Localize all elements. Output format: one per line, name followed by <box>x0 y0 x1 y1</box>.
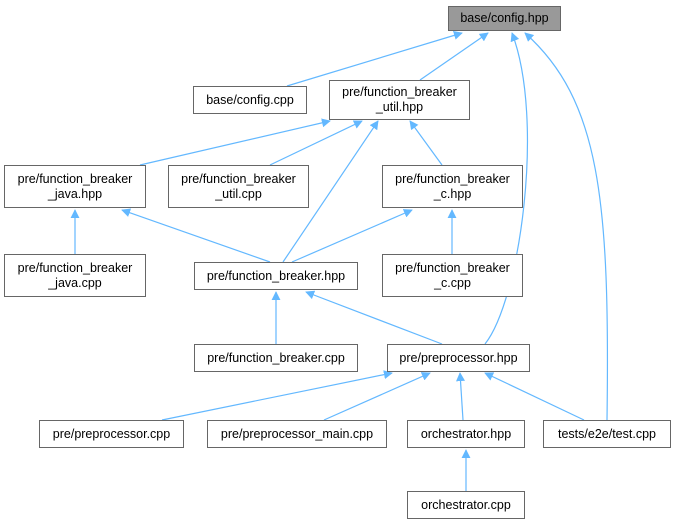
edge-test_cpp-to-base_config_hpp <box>524 32 609 421</box>
node-preprocessor-cpp[interactable]: pre/preprocessor.cpp <box>39 420 184 448</box>
node-label: orchestrator.hpp <box>420 426 512 441</box>
node-label: pre/function_breaker _java.cpp <box>17 260 133 290</box>
node-function-breaker-java-hpp[interactable]: pre/function_breaker _java.hpp <box>4 165 146 208</box>
node-preprocessor-main-cpp[interactable]: pre/preprocessor_main.cpp <box>207 420 387 448</box>
edge-fb_c_hpp-to-fb_util_hpp <box>409 120 443 166</box>
edge-pp_hpp-to-fb_hpp <box>305 290 443 345</box>
node-label: pre/function_breaker _util.hpp <box>342 85 457 114</box>
node-function-breaker-util-cpp[interactable]: pre/function_breaker _util.cpp <box>168 165 309 208</box>
node-label: pre/function_breaker.cpp <box>207 350 345 365</box>
node-label: base/config.cpp <box>206 92 294 107</box>
edge-pp_hpp-to-base_config_hpp <box>484 32 529 345</box>
edge-fb_hpp-to-fb_util_hpp <box>282 120 379 263</box>
edge-fb_util_hpp-to-base_config_hpp <box>419 32 489 81</box>
node-label: pre/function_breaker _util.cpp <box>181 171 296 201</box>
edge-fb_hpp-to-fb_c_hpp <box>291 209 413 263</box>
node-function-breaker-cpp[interactable]: pre/function_breaker.cpp <box>194 344 358 372</box>
edge-base_config_cpp-to-base_config_hpp <box>286 31 463 87</box>
node-label: pre/function_breaker _c.cpp <box>395 260 510 290</box>
node-function-breaker-util-hpp[interactable]: pre/function_breaker _util.hpp <box>329 80 470 120</box>
node-function-breaker-java-cpp[interactable]: pre/function_breaker _java.cpp <box>4 254 146 297</box>
edge-fb_hpp-to-fb_java_hpp <box>121 208 271 263</box>
node-label: pre/function_breaker _c.hpp <box>395 171 510 201</box>
node-base-config-cpp[interactable]: base/config.cpp <box>193 86 307 114</box>
node-preprocessor-hpp[interactable]: pre/preprocessor.hpp <box>387 344 530 372</box>
node-label: tests/e2e/test.cpp <box>558 426 656 441</box>
node-function-breaker-c-cpp[interactable]: pre/function_breaker _c.cpp <box>382 254 523 297</box>
node-tests-e2e-test-cpp[interactable]: tests/e2e/test.cpp <box>543 420 671 448</box>
node-label: orchestrator.cpp <box>421 497 511 512</box>
node-function-breaker-c-hpp[interactable]: pre/function_breaker _c.hpp <box>382 165 523 208</box>
node-label: pre/function_breaker.hpp <box>206 268 346 283</box>
edge-test_cpp-to-pp_hpp <box>484 372 585 421</box>
edge-pp_main_cpp-to-pp_hpp <box>323 372 431 421</box>
node-base-config-hpp: base/config.hpp <box>448 6 561 31</box>
edge-fb_util_cpp-to-fb_util_hpp <box>269 120 363 166</box>
node-orchestrator-hpp[interactable]: orchestrator.hpp <box>407 420 525 448</box>
edge-fb_java_hpp-to-fb_util_hpp <box>139 118 331 166</box>
node-label: pre/preprocessor.hpp <box>399 350 518 365</box>
edge-orch_hpp-to-pp_hpp <box>456 372 466 421</box>
node-label: pre/preprocessor_main.cpp <box>220 426 374 441</box>
edge-pp_cpp-to-pp_hpp <box>161 370 393 421</box>
node-label: pre/preprocessor.cpp <box>52 426 171 441</box>
node-label: pre/function_breaker _java.hpp <box>17 171 133 201</box>
node-orchestrator-cpp[interactable]: orchestrator.cpp <box>407 491 525 519</box>
node-function-breaker-hpp[interactable]: pre/function_breaker.hpp <box>194 262 358 290</box>
node-label: base/config.hpp <box>460 11 549 25</box>
